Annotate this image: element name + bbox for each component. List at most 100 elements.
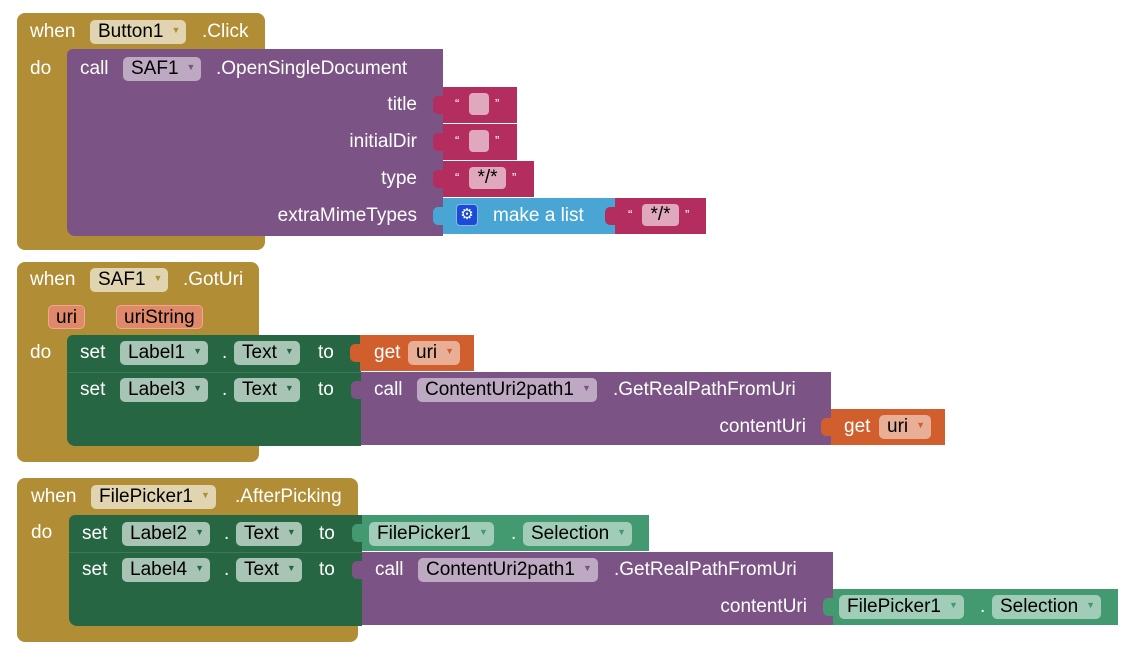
gear-icon[interactable]: ⚙ [456,204,478,226]
dropdown-value: ContentUri2path1 [426,559,575,581]
text-field-list-item[interactable]: */* [642,204,679,226]
chevron-down-icon: ▼ [195,527,204,537]
quote-close: ” [495,133,500,148]
quote-open: “ [628,207,633,222]
dot-separator: . [511,523,517,544]
to-keyword: to [319,523,335,544]
chevron-down-icon: ▼ [284,383,294,393]
component-dropdown-button1[interactable]: Button1▼ [90,20,187,44]
property-dropdown-selection[interactable]: Selection ▼ [992,595,1102,619]
chevron-down-icon: ▼ [284,346,294,356]
chevron-down-icon: ▼ [617,527,627,537]
dot-separator: . [224,559,230,580]
property-dropdown-text[interactable]: Text▼ [236,522,302,546]
component-dropdown-saf1[interactable]: SAF1▼ [90,268,169,292]
quote-close: ” [512,170,517,185]
get-keyword: get [374,342,401,363]
component-dropdown-saf1[interactable]: SAF1 ▼ [123,57,202,81]
component-dropdown-filepicker1[interactable]: FilePicker1▼ [839,595,964,619]
chevron-down-icon: ▼ [581,383,591,393]
arg-label-type: type [381,168,417,189]
method-name: .GetRealPathFromUri [614,559,797,580]
chevron-down-icon: ▼ [286,563,296,573]
socket-notch [821,418,831,436]
when-keyword: when [30,269,76,290]
dropdown-value: ContentUri2path1 [425,379,574,401]
to-keyword: to [319,559,335,580]
quote-open: “ [455,133,460,148]
component-dropdown-label3[interactable]: Label3▼ [120,378,208,402]
dropdown-value: Text [242,379,277,401]
component-dropdown-contenturi2path1[interactable]: ContentUri2path1 ▼ [417,378,597,402]
dropdown-value: SAF1 [131,58,179,80]
socket-notch [351,381,361,399]
to-keyword: to [318,342,334,363]
method-name: .OpenSingleDocument [216,58,408,79]
component-dropdown-label2[interactable]: Label2▼ [122,522,210,546]
text-field-initialdir[interactable] [469,130,489,152]
dot-separator: . [980,596,986,617]
set-keyword: set [82,523,108,544]
make-a-list-label: make a list [493,205,584,226]
property-dropdown-text[interactable]: Text ▼ [236,558,302,582]
socket-notch [433,170,443,188]
socket-notch [350,344,360,362]
variable-dropdown-uri[interactable]: uri ▼ [408,341,461,365]
chevron-down-icon: ▼ [445,346,455,356]
set-block-label3-text[interactable] [67,372,361,446]
dropdown-value: uri [416,342,438,364]
component-dropdown-filepicker1[interactable]: FilePicker1 ▼ [369,522,494,546]
arg-label-initialdir: initialDir [349,131,417,152]
set-block-label2-text[interactable] [69,515,362,552]
do-keyword: do [30,58,52,79]
chevron-down-icon: ▼ [1086,600,1096,610]
set-keyword: set [80,342,106,363]
variable-dropdown-uri[interactable]: uri ▼ [879,415,932,439]
dropdown-value: FilePicker1 [377,523,471,545]
chevron-down-icon: ▼ [153,273,163,283]
dropdown-value: Label1 [128,342,186,364]
set-keyword: set [80,379,106,400]
to-keyword: to [318,379,334,400]
chevron-down-icon: ▼ [478,527,488,537]
event-name: .AfterPicking [235,486,342,507]
set-block-label4-text[interactable] [69,552,362,626]
dropdown-value: Selection [1000,596,1079,618]
set-block-label1-text[interactable] [67,335,361,372]
quote-close: ” [495,96,500,111]
text-field-type[interactable]: */* [469,167,506,189]
property-dropdown-text[interactable]: Text ▼ [234,378,300,402]
text-field-title[interactable] [469,93,489,115]
chevron-down-icon: ▼ [916,420,926,430]
dot-separator: . [224,523,230,544]
param-uri[interactable]: uri [48,305,86,329]
quote-open: “ [455,96,460,111]
set-keyword: set [82,559,108,580]
dropdown-value: Text [242,342,277,364]
arg-label-contenturi: contentUri [720,596,807,617]
event-name: .Click [202,21,249,42]
get-keyword: get [844,416,871,437]
quote-open: “ [455,170,460,185]
property-dropdown-selection[interactable]: Selection▼ [523,522,633,546]
property-dropdown-text[interactable]: Text ▼ [234,341,300,365]
call-keyword: call [80,58,109,79]
dropdown-value: uri [887,416,909,438]
arg-label-extramimetypes: extraMimeTypes [277,205,417,226]
component-dropdown-filepicker1[interactable]: FilePicker1▼ [91,485,216,509]
component-dropdown-label1[interactable]: Label1▼ [120,341,208,365]
param-uristring[interactable]: uriString [116,305,203,329]
dropdown-value: Label3 [128,379,186,401]
method-name: .GetRealPathFromUri [613,379,796,400]
chevron-down-icon: ▼ [286,527,296,537]
do-keyword: do [30,342,52,363]
socket-notch [433,96,443,114]
arg-label-title: title [387,94,417,115]
dot-separator: . [222,379,228,400]
arg-label-contenturi: contentUri [719,416,806,437]
chevron-down-icon: ▼ [186,62,196,72]
socket-notch [433,207,443,225]
component-dropdown-label4[interactable]: Label4▼ [122,558,210,582]
component-dropdown-contenturi2path1[interactable]: ContentUri2path1▼ [418,558,598,582]
dropdown-value: Text [244,559,279,581]
